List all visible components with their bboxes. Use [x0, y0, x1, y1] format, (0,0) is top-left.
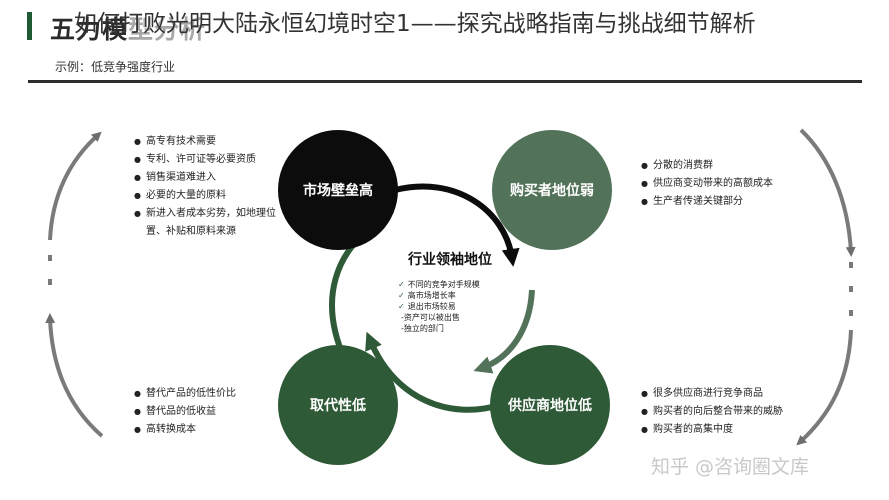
substitute-label: 取代性低 [310, 398, 366, 414]
center-item-text: 退出市场较易 [407, 302, 456, 311]
model-title-tail: 型分析 [128, 15, 207, 44]
center-item: ✓退出市场较易 [398, 301, 480, 312]
list-item: 购买者的向后整合带来的威胁 [641, 403, 831, 421]
list-item: 高转换成本 [134, 421, 282, 439]
substitute-circle: 取代性低 [278, 345, 398, 465]
list-item: 专利、许可证等必要资质 [134, 151, 282, 169]
outer-right-top-arrow [799, 128, 856, 257]
list-item: 销售渠道难进入 [134, 169, 282, 187]
list-item: 必要的大量的原料 [134, 187, 282, 205]
center-item: -资产可以被出售 [398, 312, 480, 323]
supplier-circle: 供应商地位低 [490, 345, 610, 465]
list-item: 高专有技术需要 [134, 133, 282, 151]
cycle-arrow-green-bottom [365, 331, 501, 413]
barrier-label: 市场壁垒高 [303, 183, 373, 199]
list-item: 替代产品的低性价比 [134, 385, 282, 403]
watermark: 知乎 @咨询圈文库 [651, 456, 810, 478]
check-icon: ✓ [398, 280, 405, 289]
cycle-arrow-black [394, 183, 520, 267]
supplier-bullets: 很多供应商进行竞争商品 购买者的向后整合带来的威胁 购买者的高集中度 [641, 385, 831, 439]
barrier-circle: 市场壁垒高 [278, 130, 398, 250]
buyer-bullets: 分散的消费群 供应商变动带来的高额成本 生产者传递关键部分 [641, 157, 821, 211]
center-item: ✓高市场增长率 [398, 290, 480, 301]
check-icon: ✓ [398, 302, 405, 311]
center-item: -独立的部门 [398, 323, 480, 334]
overlay-title: 如何打败光明大陆永恒幻境时空1——探究战略指南与挑战细节解析 [74, 11, 756, 37]
barrier-bullets: 高专有技术需要 专利、许可证等必要资质 销售渠道难进入 必要的大量的原料 新进入… [134, 133, 282, 241]
buyer-circle: 购买者地位弱 [492, 130, 612, 250]
model-title-main: 五力模 [50, 15, 129, 44]
list-item: 很多供应商进行竞争商品 [641, 385, 831, 403]
subtitle: 示例：低竞争强度行业 [55, 60, 176, 74]
substitute-bullets: 替代产品的低性价比 替代品的低收益 高转换成本 [134, 385, 282, 439]
list-item: 购买者的高集中度 [641, 421, 831, 439]
center-item-text: -资产可以被出售 [401, 313, 460, 322]
list-item: 供应商变动带来的高额成本 [641, 175, 821, 193]
list-item: 分散的消费群 [641, 157, 821, 175]
list-item: 生产者传递关键部分 [641, 193, 821, 211]
supplier-label: 供应商地位低 [508, 398, 592, 414]
center-item-text: 高市场增长率 [407, 291, 456, 300]
outer-left-top-arrow [48, 131, 102, 241]
outer-left-bottom-arrow [45, 313, 104, 438]
list-item: 新进入者成本劣势，如地理位置、补贴和原料来源 [134, 205, 282, 241]
center-title: 行业领袖地位 [408, 252, 492, 268]
center-item: ✓不同的竞争对手规模 [398, 279, 480, 290]
center-item-text: -独立的部门 [401, 324, 444, 333]
center-item-text: 不同的竞争对手规模 [407, 280, 480, 289]
list-item: 替代品的低收益 [134, 403, 282, 421]
title-accent-bar [27, 12, 32, 40]
cycle-arrow-lightgreen [473, 289, 535, 374]
header-divider [28, 80, 862, 83]
model-title: 五力模型分析 [50, 10, 206, 46]
center-list: ✓不同的竞争对手规模 ✓高市场增长率 ✓退出市场较易 -资产可以被出售 -独立的… [398, 279, 480, 334]
check-icon: ✓ [398, 291, 405, 300]
buyer-label: 购买者地位弱 [510, 183, 594, 199]
